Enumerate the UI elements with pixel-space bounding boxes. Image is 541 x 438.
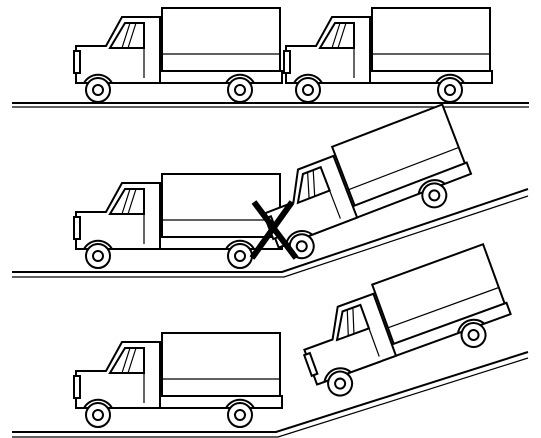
ground-line	[12, 103, 529, 107]
truck-on-incline-icon	[290, 244, 518, 403]
truck-icon	[74, 174, 282, 268]
panel-incorrect-parking-slope	[12, 104, 528, 277]
truck-icon	[74, 333, 282, 427]
truck-icon	[74, 8, 282, 102]
truck-icon	[284, 8, 492, 102]
panel-level-parking	[12, 8, 529, 107]
